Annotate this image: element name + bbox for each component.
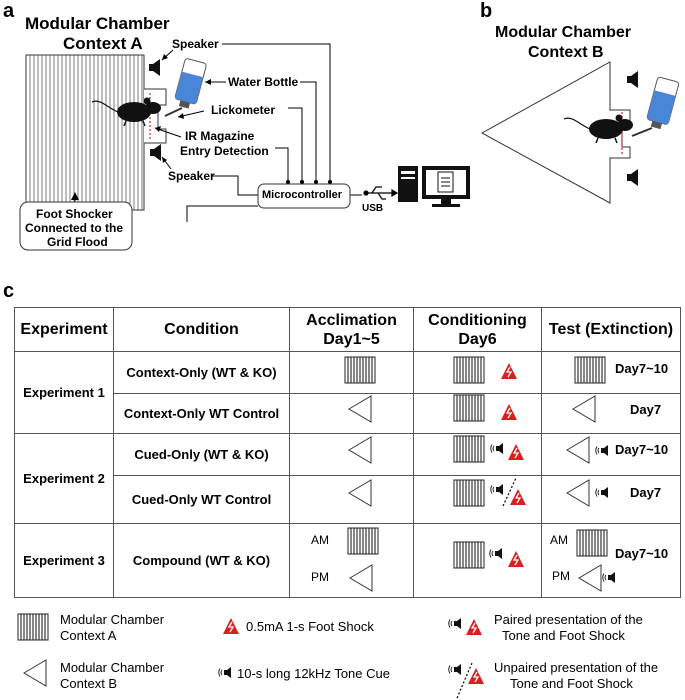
computer-icon xyxy=(398,166,470,207)
header-experiment: Experiment xyxy=(14,307,114,352)
legend-paired-shock-icon xyxy=(465,618,483,636)
acclimation-cell xyxy=(289,523,414,598)
speaker-b-bottom-icon xyxy=(627,169,638,186)
mouse-icon xyxy=(91,97,161,127)
test-day-4: Day7 xyxy=(630,485,662,500)
test-day-1: Day7~10 xyxy=(615,361,669,376)
legend-unpaired-shock-icon xyxy=(467,667,485,685)
foot-shocker-line3: Grid Flood xyxy=(47,235,108,249)
condition-label: Context-Only WT Control xyxy=(113,393,290,434)
test-day-2: Day7 xyxy=(630,402,662,417)
header-condition: Condition xyxy=(113,307,290,352)
panel-a-letter: a xyxy=(3,0,15,22)
experiment-2-label: Experiment 2 xyxy=(14,433,114,524)
legend-paired-tone-icon xyxy=(448,617,462,630)
speaker-bottom-icon xyxy=(150,144,161,161)
mouse-icon-b xyxy=(563,114,633,144)
table-row: Experiment 1 Context-Only (WT & KO) xyxy=(14,351,681,434)
legend-context-b-icon xyxy=(23,659,47,687)
usb-icon xyxy=(363,186,399,200)
usb-label: USB xyxy=(362,203,384,214)
foot-shocker-line1: Foot Shocker xyxy=(36,207,113,221)
speaker-bottom-label: Speaker xyxy=(168,169,215,183)
acclimation-cell xyxy=(289,475,414,524)
panel-c-letter: c xyxy=(3,280,15,302)
legend-unpaired-slash xyxy=(456,662,473,699)
foot-shocker-box xyxy=(19,201,133,251)
water-bottle-icon-b xyxy=(631,76,680,137)
water-bottle-icon xyxy=(164,58,207,117)
context-a-title-line1: Modular Chamber xyxy=(25,14,170,33)
microcontroller-label: Microcontroller xyxy=(262,189,343,201)
legend-foot-shock-text: 0.5mA 1-s Foot Shock xyxy=(246,619,374,634)
acclimation-cell xyxy=(289,351,414,394)
legend-paired-line1: Paired presentation of the xyxy=(494,612,643,627)
condition-label: Cued-Only WT Control xyxy=(113,475,290,524)
test-cell xyxy=(541,433,681,476)
panel-b-diagram xyxy=(480,61,680,204)
water-bottle-label: Water Bottle xyxy=(228,75,299,89)
microcontroller-box xyxy=(257,183,351,209)
conditioning-cell xyxy=(413,475,542,524)
legend-tone-icon xyxy=(218,666,232,679)
conditioning-cell xyxy=(413,433,542,476)
pm-test-label: PM xyxy=(552,569,570,583)
legend-tone-text: 10-s long 12kHz Tone Cue xyxy=(237,666,390,681)
table-row: Experiment 3 Compound (WT & KO) xyxy=(14,523,681,598)
legend-unpaired-line2: Tone and Foot Shock xyxy=(510,676,633,691)
am-test-label: AM xyxy=(550,533,568,547)
test-day-3: Day7~10 xyxy=(615,442,669,457)
legend-context-b-line2: Context B xyxy=(60,676,118,691)
condition-label: Cued-Only (WT & KO) xyxy=(113,433,290,476)
panel-a-diagram xyxy=(19,43,470,251)
condition-label: Context-Only (WT & KO) xyxy=(113,351,290,394)
legend-paired-line2: Tone and Foot Shock xyxy=(502,628,625,643)
table-row: Experiment 2 Cued-Only (WT & KO) xyxy=(14,433,681,524)
legend-context-a-icon xyxy=(17,613,49,641)
legend-context-a-line2: Context A xyxy=(60,628,117,643)
header-test: Test (Extinction) xyxy=(541,307,681,352)
ir-label-line2: Entry Detection xyxy=(180,144,269,158)
acclimation-cell xyxy=(289,433,414,476)
test-cell xyxy=(541,475,681,524)
experiment-3-label: Experiment 3 xyxy=(14,523,114,598)
context-b-title-line2: Context B xyxy=(528,44,604,61)
conditioning-cell xyxy=(413,523,542,598)
legend-unpaired-line1: Unpaired presentation of the xyxy=(494,660,659,675)
conditioning-cell xyxy=(413,393,542,434)
legend-context-a-line1: Modular Chamber xyxy=(60,612,165,627)
lickometer-label: Lickometer xyxy=(211,103,276,117)
legend-context-b-line1: Modular Chamber xyxy=(60,660,165,675)
am-label: AM xyxy=(311,533,329,547)
experiment-1-label: Experiment 1 xyxy=(14,351,114,434)
speaker-b-top-icon xyxy=(627,71,638,88)
context-b-title-line1: Modular Chamber xyxy=(495,24,632,41)
context-a-chamber xyxy=(25,54,167,211)
conditioning-cell xyxy=(413,351,542,394)
test-cell xyxy=(541,351,681,394)
table-row: Context-Only WT Control xyxy=(15,393,681,434)
table-row: Cued-Only WT Control xyxy=(15,475,681,524)
test-cell xyxy=(541,523,681,598)
test-day-5: Day7~10 xyxy=(615,546,669,561)
context-a-title-line2: Context A xyxy=(63,34,143,53)
condition-label: Compound (WT & KO) xyxy=(113,523,290,598)
panel-b-letter: b xyxy=(480,0,493,22)
legend-unpaired-tone-icon xyxy=(448,663,462,676)
ir-label-line1: IR Magazine xyxy=(185,129,255,143)
legend-shock-icon xyxy=(222,617,240,635)
pm-label: PM xyxy=(311,570,329,584)
speaker-top-label: Speaker xyxy=(172,37,219,51)
acclimation-cell xyxy=(289,393,414,434)
foot-shocker-line2: Connected to the xyxy=(25,221,123,235)
speaker-top-icon xyxy=(149,59,160,76)
